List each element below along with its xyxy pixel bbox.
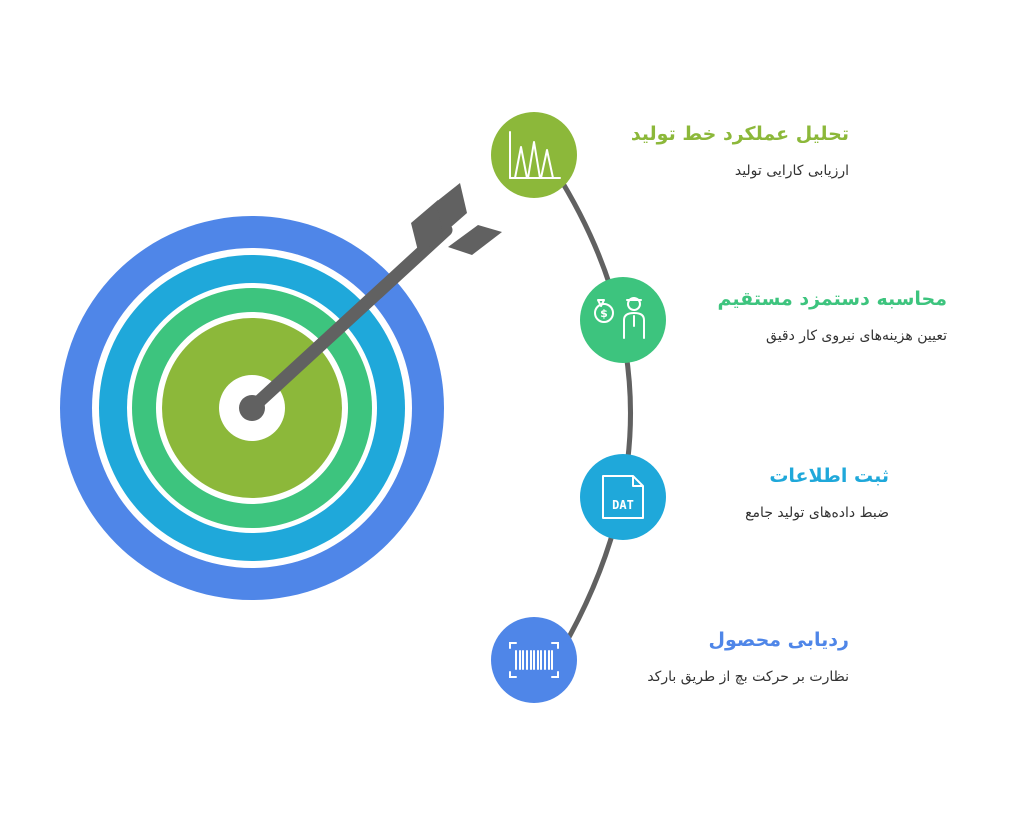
node-circle-3 <box>580 454 666 540</box>
arrow-fletching-1 <box>411 200 446 255</box>
item-2: محاسبه دستمزد مستقیم تعیین هزینه‌های نیر… <box>697 286 947 346</box>
item-title: محاسبه دستمزد مستقیم <box>717 288 947 310</box>
item-title: ردیابی محصول <box>708 629 849 651</box>
node-4 <box>491 617 577 703</box>
barcode-icon <box>509 642 559 678</box>
item-4: ردیابی محصول نظارت بر حرکت بچ از طریق با… <box>609 627 849 687</box>
node-3: DAT <box>580 454 666 540</box>
item-3: ثبت اطلاعات ضبط داده‌های تولید جامع <box>697 463 889 523</box>
dat-file-label: DAT <box>612 498 634 512</box>
node-1 <box>491 112 577 198</box>
arrow-fletching-3 <box>448 225 502 255</box>
arrow-tip <box>239 395 265 421</box>
item-desc: نظارت بر حرکت بچ از طریق بارکد <box>647 669 849 685</box>
item-title: تحلیل عملکرد خط تولید <box>630 123 849 145</box>
node-circle-1 <box>491 112 577 198</box>
arrow <box>239 183 502 421</box>
item-1: تحلیل عملکرد خط تولید ارزیابی کارایی تول… <box>609 121 849 181</box>
item-title: ثبت اطلاعات <box>769 465 889 487</box>
chart-icon <box>509 131 561 179</box>
node-2: $ <box>580 277 666 363</box>
money-worker-icon: $ <box>594 297 645 339</box>
item-desc: ارزیابی کارایی تولید <box>734 163 849 179</box>
dat-file-icon <box>602 475 644 519</box>
connector-arc <box>553 170 633 662</box>
item-desc: ضبط داده‌های تولید جامع <box>745 505 889 521</box>
svg-text:$: $ <box>600 307 608 320</box>
arrow-shaft <box>245 223 453 415</box>
arrow-fletching-2 <box>436 183 467 234</box>
item-desc: تعیین هزینه‌های نیروی کار دقیق <box>766 328 947 344</box>
